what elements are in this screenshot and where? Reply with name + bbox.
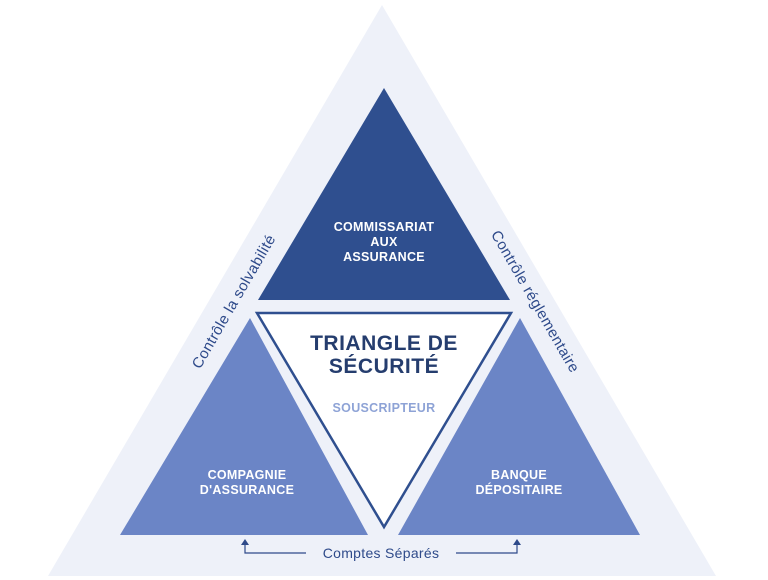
top-triangle [258,88,510,300]
center-subtitle: SOUSCRIPTEUR [333,401,436,415]
right-triangle-label-line1: BANQUE [491,468,547,482]
left-triangle [120,318,368,535]
left-arrow-icon [241,539,306,554]
top-triangle-label-line3: ASSURANCE [343,250,425,264]
center-title-line2: SÉCURITÉ [329,355,439,378]
bottom-label: Comptes Séparés [323,545,440,561]
center-title-line1: TRIANGLE DE [310,332,458,355]
top-triangle-label-line1: COMMISSARIAT [334,220,435,234]
right-arrow-icon [456,539,521,554]
top-triangle-label-line2: AUX [370,235,398,249]
left-triangle-label-line2: D'ASSURANCE [200,483,294,497]
left-triangle-label-line1: COMPAGNIE [208,468,287,482]
right-triangle [398,318,640,535]
center-triangle [254,311,514,530]
right-triangle-label-line2: DÉPOSITAIRE [475,482,562,497]
